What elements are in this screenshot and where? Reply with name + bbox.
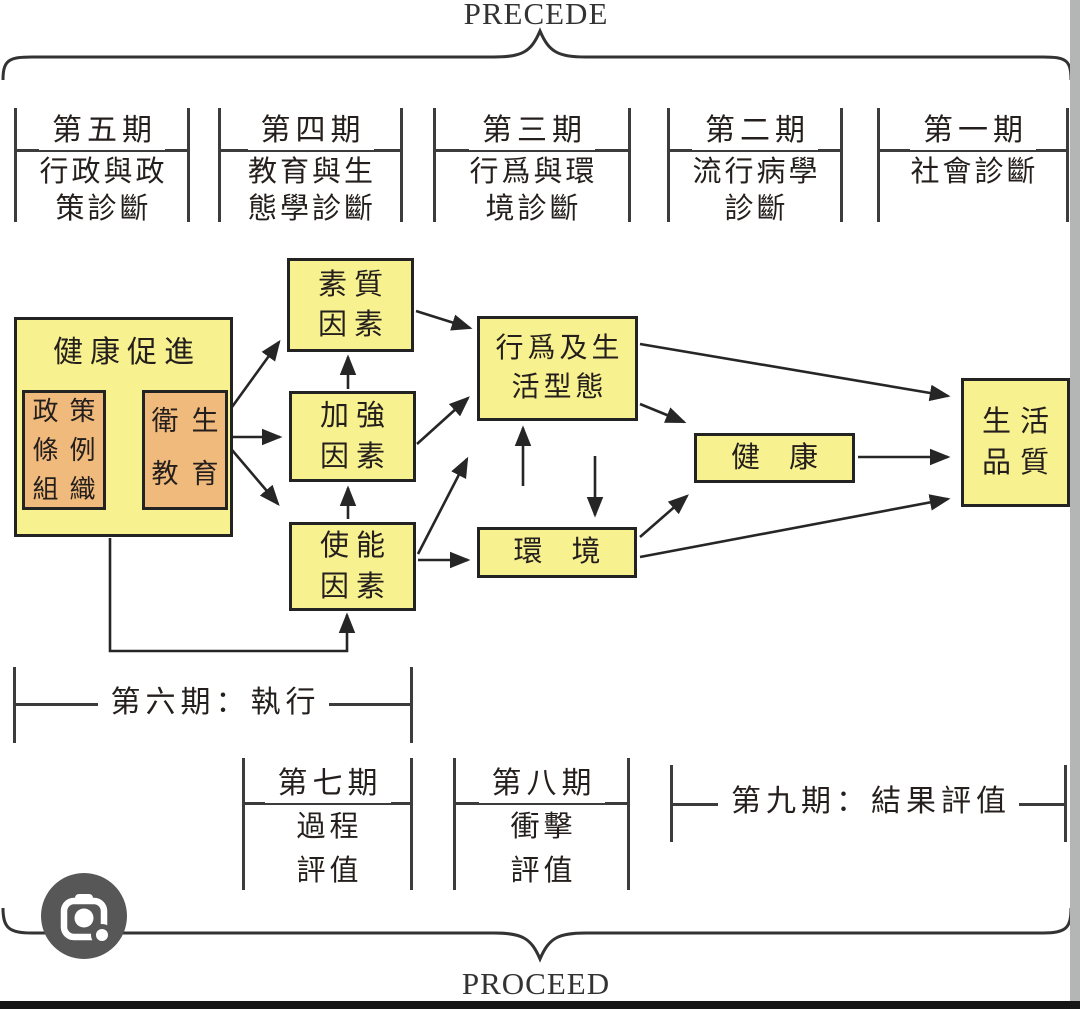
phase-4-desc-line2: 態學診斷 — [247, 193, 376, 225]
lens-camera-icon — [41, 873, 127, 959]
health-education-line1: 衛生 — [151, 406, 232, 436]
behavior-lifestyle-box: 行爲及生 活型態 — [477, 316, 638, 421]
health-promotion-label: 健康促進 — [53, 336, 201, 369]
phase-8-bracket: 第八期 衝擊 評值 — [453, 758, 630, 890]
bracket-line — [434, 149, 630, 152]
enabling-factors-box: 使能 因素 — [289, 522, 416, 611]
reinforcing-factors-box: 加強 因素 — [289, 391, 416, 482]
phase-2-desc-line1: 流行病學 — [692, 156, 821, 188]
phase-7-desc-line2: 評值 — [296, 855, 363, 887]
reinforcing-line2: 因素 — [319, 440, 392, 473]
arrow-behavior-to-qol — [639, 342, 951, 402]
reinforcing-line1: 加強 — [319, 400, 392, 433]
bottom-navigation-bar — [0, 1001, 1080, 1009]
policy-line2: 條例 — [32, 435, 107, 465]
health-education-line2: 教育 — [151, 458, 232, 489]
qol-line2: 品質 — [981, 446, 1058, 479]
arrow-reinforcing-to-behavior — [416, 396, 470, 445]
phase-1-desc-line1: 社會診斷 — [910, 156, 1039, 188]
precede-brace — [1, 27, 1073, 81]
phase-5-desc-line2: 策診斷 — [55, 193, 152, 225]
predisposing-line1: 素質 — [317, 268, 390, 301]
right-edge-strip — [1070, 0, 1080, 1001]
phase-9-bracket: 第九期：結果評值 — [670, 765, 1067, 842]
phase-3-desc-line1: 行爲與環 — [469, 156, 598, 188]
phase-8-title: 第八期 — [478, 765, 605, 803]
health-label: 健 康 — [730, 441, 818, 474]
phase-3-bracket: 第三期 行爲與環 境診斷 — [433, 108, 631, 225]
enabling-line2: 因素 — [319, 570, 392, 603]
arrow-behavior-to-health — [639, 402, 687, 424]
arrow-enabling-to-behavior — [416, 456, 469, 555]
lens-camera-button[interactable] — [38, 870, 130, 962]
behavior-line1: 行爲及生 — [495, 332, 624, 364]
phase-2-desc-line2: 診斷 — [724, 193, 789, 225]
phase-5-bracket: 第五期 行政與政 策診斷 — [14, 108, 190, 225]
policy-regulation-organization-box: 政策 條例 組織 — [22, 390, 106, 510]
arrow-environment-to-health — [639, 494, 689, 538]
bracket-bar — [667, 108, 670, 222]
bracket-line — [15, 149, 189, 152]
policy-line3: 組織 — [32, 474, 107, 504]
bracket-bar — [628, 108, 631, 222]
arrow-promotion-to-predisposing — [230, 339, 281, 408]
phase-6-title: 第六期：執行 — [97, 684, 329, 722]
phase-7-bracket: 第七期 過程 評值 — [242, 758, 413, 890]
environment-label: 環 境 — [513, 536, 601, 569]
bracket-bar — [218, 108, 221, 222]
phase-4-title: 第四期 — [247, 112, 374, 150]
bracket-line — [219, 149, 402, 152]
bracket-line — [243, 802, 412, 805]
health-promotion-box: 健康促進 政策 條例 組織 衛生 教育 — [14, 317, 233, 537]
bracket-line — [454, 802, 629, 805]
behavior-line2: 活型態 — [511, 371, 608, 403]
bracket-bar — [410, 758, 413, 890]
phase-7-desc-line1: 過程 — [296, 811, 363, 843]
phase-2-bracket: 第二期 流行病學 診斷 — [667, 108, 843, 225]
proceed-brace — [1, 907, 1073, 963]
bracket-line — [878, 149, 1068, 152]
bracket-bar — [840, 108, 843, 222]
phase-4-desc-line1: 教育與生 — [247, 156, 376, 188]
proceed-heading: PROCEED — [461, 966, 611, 1001]
bracket-line — [668, 149, 842, 152]
bracket-bar — [433, 108, 436, 222]
phase-6-bracket: 第六期：執行 — [13, 667, 413, 743]
enabling-line1: 使能 — [319, 530, 392, 563]
phase-3-title: 第三期 — [469, 112, 595, 150]
phase-8-desc-line1: 衝擊 — [510, 811, 577, 843]
arrow-predisposing-to-behavior — [415, 309, 473, 331]
bracket-bar — [877, 108, 880, 222]
phase-1-title: 第一期 — [910, 112, 1036, 150]
phase-4-bracket: 第四期 教育與生 態學診斷 — [218, 108, 403, 225]
phase-5-desc-line1: 行政與政 — [39, 156, 168, 188]
quality-of-life-box: 生活 品質 — [961, 378, 1070, 507]
arrow-environment-to-qol — [639, 494, 951, 559]
bracket-bar — [1066, 108, 1069, 222]
phase-2-title: 第二期 — [692, 112, 818, 150]
bracket-bar — [14, 108, 17, 222]
precede-heading: PRECEDE — [463, 0, 609, 31]
bracket-bar — [453, 758, 456, 890]
bracket-bar — [627, 758, 630, 890]
phase-1-bracket: 第一期 社會診斷 — [877, 108, 1069, 222]
predisposing-factors-box: 素質 因素 — [287, 258, 414, 352]
phase-8-desc-line2: 評值 — [510, 855, 577, 887]
phase-7-title: 第七期 — [264, 765, 391, 803]
phase-9-title: 第九期：結果評值 — [718, 783, 1019, 821]
bracket-bar — [242, 758, 245, 890]
health-education-box: 衛生 教育 — [142, 390, 228, 510]
health-box: 健 康 — [694, 433, 855, 483]
arrow-promotion-to-enabling — [231, 449, 280, 506]
qol-line1: 生活 — [981, 406, 1058, 439]
bracket-bar — [400, 108, 403, 222]
policy-line1: 政策 — [32, 396, 107, 426]
predisposing-line2: 因素 — [317, 309, 390, 341]
bracket-bar — [187, 108, 190, 222]
phase-3-desc-line2: 境診斷 — [485, 193, 582, 225]
environment-box: 環 境 — [477, 527, 637, 578]
phase-5-title: 第五期 — [39, 112, 165, 150]
